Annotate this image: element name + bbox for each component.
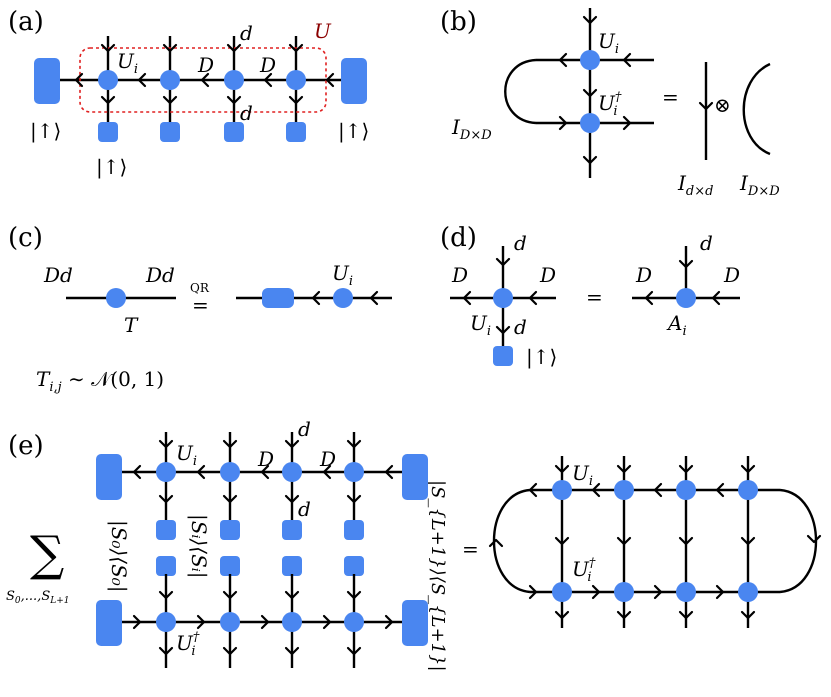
ket-up-right-a: |↑⟩: [338, 119, 369, 144]
identity-loop-DxD: [504, 58, 537, 125]
identity-DxD-arc: [742, 62, 771, 156]
label-Ui-a: Ui: [117, 49, 138, 77]
label-Ai: Ai: [666, 311, 687, 339]
equals-e: =: [462, 537, 479, 561]
left-boundary-up-state: [34, 58, 60, 104]
tensor-nodes-a: [98, 70, 306, 90]
tensor-Ui-c: [333, 288, 353, 308]
label-Dd-left: Dd: [43, 263, 73, 287]
tensor-Ui-b: [580, 50, 600, 70]
unitary-dashed-box: [79, 47, 327, 113]
label-Ui-dagger-e: U†i: [176, 630, 200, 659]
label-d-top-d: d: [514, 231, 527, 255]
projector-S0: |S₀⟩⟨S₀|: [106, 520, 131, 593]
rhs-arrowheads-e: [488, 464, 822, 620]
top-left-boundary-e: [96, 454, 122, 500]
ket-up-left-a: |↑⟩: [30, 119, 61, 144]
label-Ui-b: Ui: [598, 29, 619, 57]
R-matrix: [262, 288, 294, 308]
label-QR: QR: [190, 281, 210, 295]
rhs-tensor-nodes-e: [552, 480, 758, 602]
gaussian-distribution: Ti,j ∼ 𝒩(0, 1): [36, 367, 164, 395]
lower-projector-squares-e: [156, 556, 364, 576]
label-U: U: [314, 19, 332, 43]
panel-c-label: (c): [8, 223, 43, 253]
top-tensor-nodes-e: [156, 462, 364, 482]
tensor-Ui-dagger-b: [580, 113, 600, 133]
label-d-bottom-d: d: [514, 315, 527, 339]
label-I-dxd: Id×d: [677, 171, 713, 199]
physical-up-states-a: [98, 122, 306, 142]
label-Ui-c: Ui: [332, 261, 353, 289]
bottom-tensor-nodes-e: [156, 612, 364, 632]
ket-up-bottom-a: |↑⟩: [96, 155, 127, 180]
tensor-Ui-d: [493, 288, 513, 308]
panel-d-label: (d): [440, 223, 477, 253]
label-Dd-right: Dd: [145, 263, 175, 287]
equals-QR: =: [192, 293, 209, 317]
panel-a: (a): [8, 7, 369, 180]
top-right-boundary-e: [402, 454, 428, 500]
label-Ui-e-top: Ui: [176, 441, 197, 469]
label-D-left-Ai: D: [635, 263, 652, 287]
label-D-e1: D: [257, 447, 274, 471]
up-state-d: [493, 346, 513, 366]
label-Ui-dagger-b: U†i: [598, 90, 622, 119]
label-D-left-d: D: [451, 263, 468, 287]
label-I-DxD-b: ID×D: [451, 115, 492, 143]
label-d-Ai: d: [700, 231, 713, 255]
label-Ui-e-rhs: Ui: [572, 461, 593, 489]
top-vertical-legs-e: [164, 432, 356, 522]
label-D-right-d: D: [539, 263, 556, 287]
panel-d: (d) d D D Ui d |↑⟩ = d D D Ai: [440, 223, 740, 370]
label-T: T: [124, 313, 139, 337]
sum-index: S0,...,SL+1: [6, 589, 69, 606]
panel-b-label: (b): [440, 7, 477, 37]
bottom-right-boundary-e: [402, 600, 428, 646]
label-Ui-d: Ui: [470, 311, 491, 339]
label-D-e2: D: [319, 447, 336, 471]
label-Ui-dagger-e-rhs: U†i: [572, 556, 596, 585]
panel-c: (c) Dd Dd T QR = Ui Ti,j ∼ 𝒩(0, 1): [8, 223, 392, 395]
panel-a-label: (a): [8, 7, 44, 37]
projector-Si: |Sᵢ⟩⟨Sᵢ|: [186, 514, 211, 579]
arrowheads-b: [558, 15, 632, 165]
sum-symbol: ∑: [30, 526, 64, 582]
upper-projector-squares-e: [156, 520, 364, 540]
projector-SL1: |S_{L+1}⟩⟨S_{L+1}|: [427, 480, 448, 672]
equals-b: =: [662, 85, 679, 109]
otimes-b: ⊗: [714, 93, 731, 117]
label-D-a2: D: [259, 53, 276, 77]
right-closing-loop-e: [779, 488, 818, 594]
bottom-left-boundary-e: [96, 600, 122, 646]
panel-e-label: (e): [8, 431, 44, 461]
tensor-T: [106, 288, 126, 308]
ket-up-d: |↑⟩: [526, 345, 557, 370]
label-d-top-e: d: [298, 417, 311, 441]
panel-e: (e) ∑ S0,...,SL+1: [6, 417, 822, 672]
label-I-DxD-rhs: ID×D: [739, 171, 780, 199]
right-boundary-up-state: [341, 58, 367, 104]
label-d-bottom-a: d: [240, 101, 253, 125]
top-arrowheads-e: [132, 439, 394, 504]
label-d-top-a: d: [240, 21, 253, 45]
arrowheads-a: [74, 43, 335, 105]
panel-b: (b) Ui U†i ID×D = ⊗ Id×d ID×D: [440, 7, 780, 199]
tensor-Ai: [676, 288, 696, 308]
label-D-a1: D: [197, 53, 214, 77]
equals-d: =: [586, 285, 603, 309]
left-closing-loop-e: [492, 488, 531, 594]
label-D-right-Ai: D: [723, 263, 740, 287]
label-d-bottom-e: d: [298, 497, 311, 521]
bottom-arrowheads-e: [132, 590, 394, 656]
